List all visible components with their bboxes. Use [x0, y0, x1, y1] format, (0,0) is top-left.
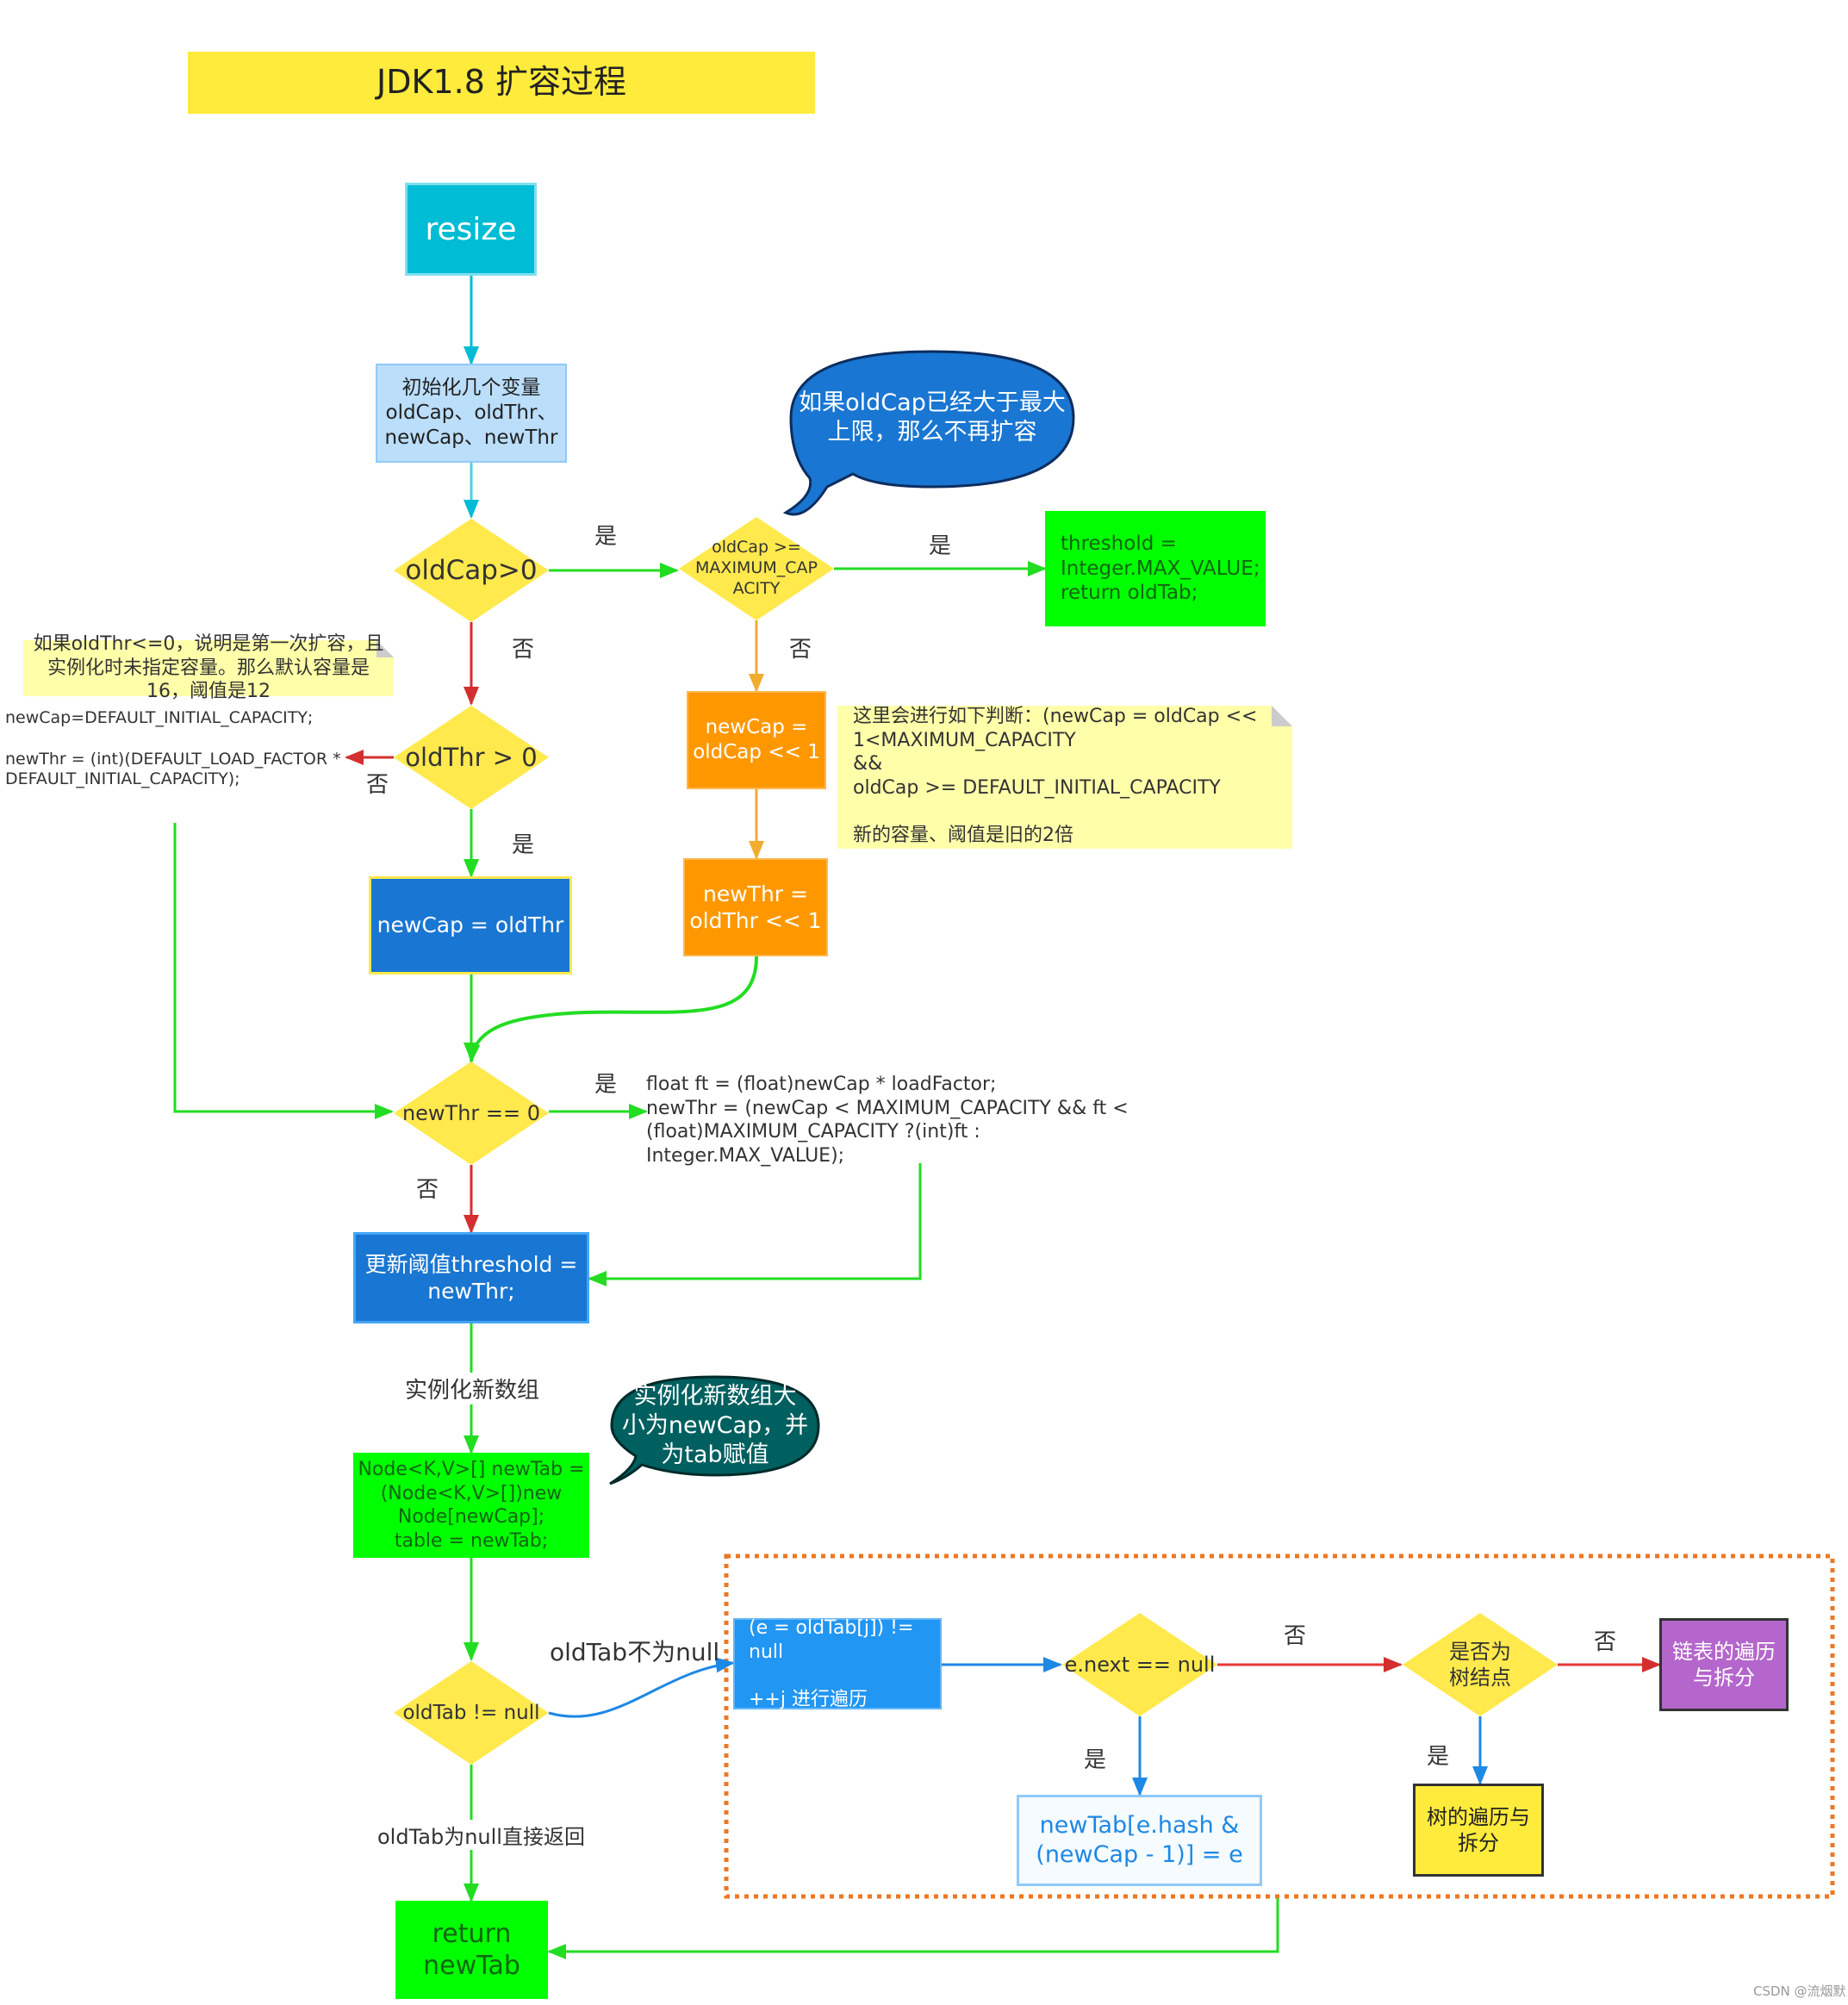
edge-default-newthr0 [173, 823, 394, 1119]
node-return-new-tab: return newTab [395, 1901, 548, 1999]
edge-newthr-shift-curve [464, 956, 758, 1063]
watermark: CSDN @流烟默 [1753, 1983, 1846, 1999]
diamond-old-cap-max [679, 517, 834, 620]
node-new-tab: Node<K,V>[] newTab = (Node<K,V>[])new No… [353, 1453, 589, 1558]
bubble-max-shape [782, 350, 1075, 516]
diamond-old-tab-not-null [394, 1661, 549, 1765]
node-loop: (e = oldTab[j]) != null ++j 进行遍历 [733, 1617, 942, 1710]
bubble-max-text: 如果oldCap已经大于最大 上限，那么不再扩容 [799, 389, 1066, 445]
diamond-new-thr-eq0 [394, 1062, 549, 1165]
label-no-oldcap: 否 [512, 637, 535, 663]
sticky-judge-fold [1272, 706, 1292, 726]
diagram-title: JDK1.8 扩容过程 [188, 52, 815, 114]
node-list-split: 链表的遍历 与拆分 [1659, 1618, 1789, 1711]
edge-split-return [547, 1898, 1279, 1959]
sticky-first-shape [23, 640, 394, 696]
diamond-is-tree-node [1403, 1613, 1558, 1716]
edge-oldtab-loop [548, 1657, 735, 1718]
ft-calc-note: float ft = (float)newCap * loadFactor; n… [646, 1074, 1129, 1167]
diamond-old-cap-gt0 [394, 519, 549, 622]
diamond-e-next-null [1062, 1613, 1217, 1716]
node-new-cap-eq-old-thr: newCap = oldThr [369, 876, 572, 974]
node-new-thr-shift: newThr = oldThr << 1 [683, 858, 828, 956]
bubble-array-shape [609, 1375, 820, 1485]
label-yes-newthr0: 是 [594, 1072, 618, 1098]
node-init-vars: 初始化几个变量 oldCap、oldThr、 newCap、newThr [376, 364, 567, 463]
node-new-tab-assign: newTab[e.hash & (newCap - 1)] = e [1017, 1795, 1262, 1886]
node-old-cap-gt0-label: oldCap>0 [405, 554, 538, 586]
sticky-first-fold [376, 640, 394, 657]
label-no-newthr0: 否 [416, 1177, 439, 1203]
label-old-tab-not-null: oldTab不为null [550, 1638, 720, 1666]
node-tree-split: 树的遍历与 拆分 [1413, 1784, 1544, 1877]
node-is-tree-node-label: 是否为 树结点 [1449, 1640, 1511, 1690]
node-update-threshold: 更新阈值threshold = newThr; [353, 1232, 589, 1323]
label-yes-max: 是 [929, 533, 952, 559]
bubble-array-text: 实例化新数组大 小为newCap，并 为tab赋值 [621, 1383, 809, 1468]
node-old-cap-max-label: oldCap >= MAXIMUM_CAP ACITY [695, 538, 818, 598]
split-region-border [724, 1554, 1835, 1899]
label-instantiate: 实例化新数组 [405, 1373, 540, 1404]
label-yes-tree: 是 [1427, 1744, 1450, 1770]
label-no-tree: 否 [1594, 1629, 1617, 1655]
sticky-first-text: 如果oldThr<=0，说明是第一次扩容，且 实例化时未指定容量。那么默认容量是… [33, 633, 384, 703]
node-resize: resize [405, 183, 537, 276]
label-yes-enext: 是 [1084, 1747, 1107, 1773]
label-yes-oldthr: 是 [512, 832, 535, 858]
node-new-thr-eq0-label: newThr == 0 [401, 1101, 541, 1125]
edge-ft-update [588, 1163, 922, 1286]
label-yes-oldcap: 是 [594, 524, 618, 550]
node-e-next-null-label: e.next == null [1064, 1653, 1216, 1677]
label-no-max: 否 [789, 637, 812, 663]
label-old-tab-null: oldTab为null直接返回 [377, 1820, 585, 1850]
node-threshold-max: threshold = Integer.MAX_VALUE; return ol… [1045, 511, 1266, 626]
label-no-enext: 否 [1284, 1623, 1307, 1649]
node-new-cap-shift: newCap = oldCap << 1 [687, 691, 826, 789]
sticky-judge-text: 这里会进行如下判断：(newCap = oldCap << 1<MAXIMUM_… [853, 706, 1258, 846]
label-no-oldthr: 否 [366, 772, 389, 798]
sticky-judge-shape [837, 706, 1292, 849]
default-cap-note: newCap=DEFAULT_INITIAL_CAPACITY; newThr … [5, 708, 341, 789]
node-old-tab-not-null-label: oldTab != null [402, 1701, 540, 1724]
diamond-old-thr-gt0 [394, 706, 549, 809]
node-old-thr-gt0-label: oldThr > 0 [405, 742, 538, 772]
